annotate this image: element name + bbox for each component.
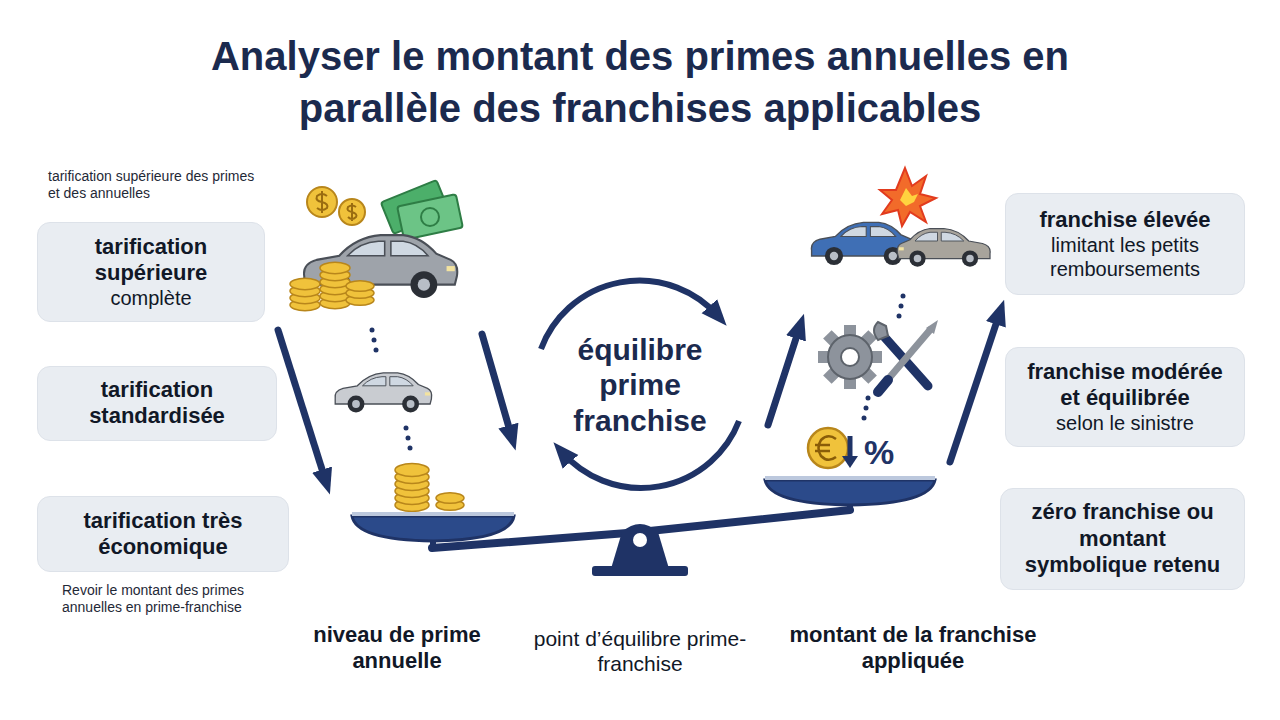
circle-shape bbox=[899, 304, 904, 309]
text-box: tarification supérieurecomplète bbox=[37, 222, 265, 322]
label-text: équilibre prime franchise bbox=[540, 332, 740, 438]
circle-shape bbox=[808, 428, 848, 468]
circle-shape bbox=[406, 436, 411, 441]
box-heading: tarification supérieure bbox=[52, 234, 250, 287]
car-icon bbox=[304, 235, 457, 298]
money-bills bbox=[381, 180, 463, 240]
rect-shape bbox=[397, 194, 463, 240]
percent-symbol: % bbox=[864, 432, 914, 473]
path-shape bbox=[880, 168, 936, 226]
text-box: tarification très économique bbox=[37, 496, 289, 572]
path-shape bbox=[348, 203, 357, 221]
path-shape bbox=[884, 330, 930, 384]
circle-shape bbox=[421, 208, 439, 226]
box-body: selon le sinistre bbox=[1056, 411, 1194, 435]
label-text: montant de la franchise appliquée bbox=[778, 622, 1048, 675]
circle-shape bbox=[339, 199, 365, 225]
circle-shape bbox=[897, 314, 902, 319]
euro-coin bbox=[808, 428, 858, 468]
crash-icon bbox=[811, 168, 990, 267]
path-shape bbox=[317, 191, 328, 213]
path-shape bbox=[926, 320, 938, 334]
box-heading: tarification standardisée bbox=[52, 377, 262, 430]
balance-scale bbox=[352, 478, 935, 576]
label-text: point d’équilibre prime-franchise bbox=[530, 626, 750, 676]
coin-stack bbox=[290, 262, 374, 310]
circle-shape bbox=[307, 187, 337, 217]
path-shape bbox=[768, 326, 800, 425]
path-shape bbox=[765, 480, 935, 505]
circle-shape bbox=[864, 406, 869, 411]
path-shape bbox=[815, 436, 836, 460]
flow-arrow bbox=[278, 312, 1000, 482]
circle-shape bbox=[828, 335, 872, 379]
ellipse-shape bbox=[436, 493, 464, 504]
label-text: niveau de prime annuelle bbox=[292, 622, 502, 675]
path-shape bbox=[765, 476, 935, 480]
label-text: Revoir le montant des primes annuelles e… bbox=[62, 582, 297, 616]
car-icon bbox=[335, 373, 432, 413]
circle-shape bbox=[370, 328, 375, 333]
diagram-title: Analyser le montant des primes annuelles… bbox=[175, 30, 1105, 134]
circle-shape bbox=[901, 294, 906, 299]
circle-shape bbox=[633, 533, 647, 547]
label-text: tarification supérieure des primes et de… bbox=[48, 168, 263, 202]
box-heading: franchise élevée bbox=[1039, 207, 1210, 233]
path-shape bbox=[352, 512, 514, 516]
g-shape bbox=[818, 325, 882, 389]
path-shape bbox=[878, 380, 888, 392]
circle-shape bbox=[841, 348, 859, 366]
box-heading: zéro franchise ou montant symbolique ret… bbox=[1015, 499, 1230, 578]
cycle-arrows bbox=[541, 281, 739, 488]
circle-shape bbox=[374, 348, 379, 353]
ellipse-shape bbox=[395, 464, 429, 477]
box-body: complète bbox=[110, 286, 191, 310]
use-shape bbox=[897, 229, 990, 267]
g-shape bbox=[897, 229, 990, 267]
path-shape bbox=[842, 456, 858, 468]
path-shape bbox=[352, 516, 514, 541]
path-shape bbox=[610, 524, 670, 572]
text-box: tarification standardisée bbox=[37, 366, 277, 441]
path-shape bbox=[482, 334, 512, 438]
ellipse-shape bbox=[290, 278, 320, 289]
ellipse-shape bbox=[346, 281, 374, 292]
circle-shape bbox=[372, 338, 377, 343]
dollar-coins bbox=[307, 187, 365, 225]
box-heading: tarification très économique bbox=[52, 508, 274, 561]
circle-shape bbox=[404, 426, 409, 431]
text-box: franchise modérée et équilibréeselon le … bbox=[1005, 347, 1245, 447]
box-body: limitant les petits remboursements bbox=[1020, 233, 1230, 281]
box-heading: franchise modérée et équilibrée bbox=[1020, 359, 1230, 412]
repair-icon bbox=[818, 320, 938, 392]
ellipse-shape bbox=[320, 262, 350, 273]
circle-shape bbox=[866, 396, 871, 401]
circle-shape bbox=[408, 446, 413, 451]
rect-shape bbox=[592, 566, 688, 576]
coin-stack bbox=[395, 464, 464, 512]
text-box: franchise élevéelimitant les petits remb… bbox=[1005, 193, 1245, 295]
path-shape bbox=[900, 188, 918, 206]
path-shape bbox=[950, 312, 1000, 462]
circle-shape bbox=[862, 416, 867, 421]
path-shape bbox=[278, 330, 326, 482]
text-box: zéro franchise ou montant symbolique ret… bbox=[1000, 488, 1245, 590]
path-shape bbox=[874, 322, 888, 340]
